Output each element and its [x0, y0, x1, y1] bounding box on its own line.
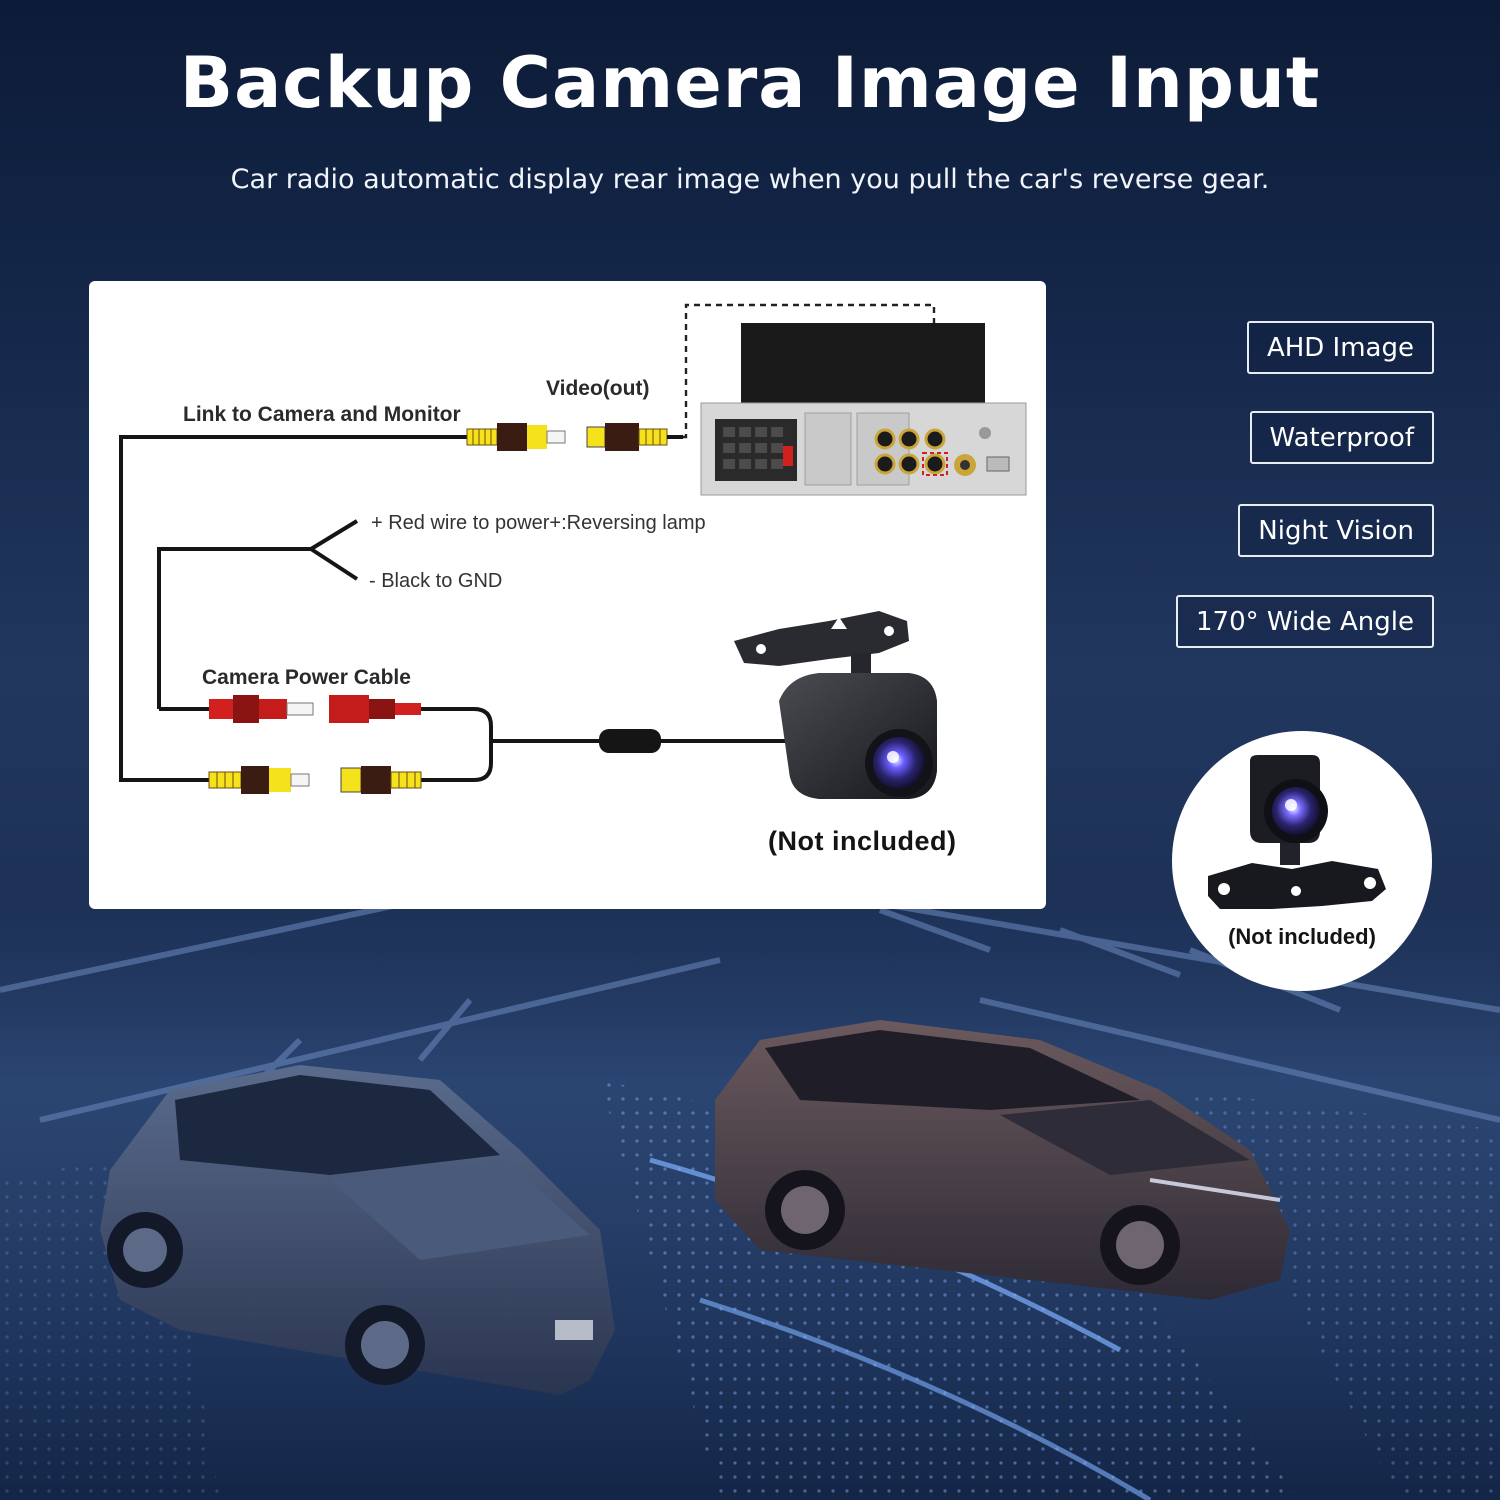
- black-wire-label: - Black to GND: [369, 570, 503, 592]
- video-out-label: Video(out): [546, 377, 650, 400]
- head-unit: [700, 323, 1027, 496]
- link-label: Link to Camera and Monitor: [183, 403, 461, 426]
- camera-illustration: [734, 611, 937, 799]
- rca-bottom-male: [208, 766, 310, 794]
- not-included-label: (Not included): [768, 826, 957, 856]
- camera-product-image: [1208, 755, 1386, 909]
- feature-ahd-image: AHD Image: [1246, 321, 1434, 374]
- red-wire-label: + Red wire to power+:Reversing lamp: [371, 512, 706, 534]
- rca-bottom-female: [340, 766, 422, 794]
- video-wire: [119, 435, 809, 782]
- car-right: [715, 1020, 1290, 1300]
- rca-top-male: [466, 423, 566, 451]
- rca-top-female: [586, 423, 683, 451]
- feature-waterproof: Waterproof: [1249, 411, 1434, 464]
- rca-jacks: [874, 428, 948, 476]
- callout-not-included: (Not included): [1228, 924, 1376, 949]
- power-connector-male: [209, 695, 314, 723]
- page-title: Backup Camera Image Input: [179, 42, 1321, 124]
- car-left: [100, 1065, 615, 1395]
- wiring-diagram: [119, 303, 1027, 799]
- power-connector-female: [329, 695, 421, 723]
- feature-wide-angle: 170° Wide Angle: [1175, 595, 1434, 648]
- cable-junction: [599, 729, 661, 753]
- power-cable-label: Camera Power Cable: [202, 666, 411, 689]
- feature-night-vision: Night Vision: [1238, 504, 1434, 557]
- camera-product-callout: (Not included): [1172, 731, 1432, 991]
- dashed-guide: [683, 303, 936, 439]
- page-subtitle: Car radio automatic display rear image w…: [230, 164, 1270, 195]
- wiring-diagram-panel: Video(out) Link to Camera and Monitor + …: [89, 281, 1046, 909]
